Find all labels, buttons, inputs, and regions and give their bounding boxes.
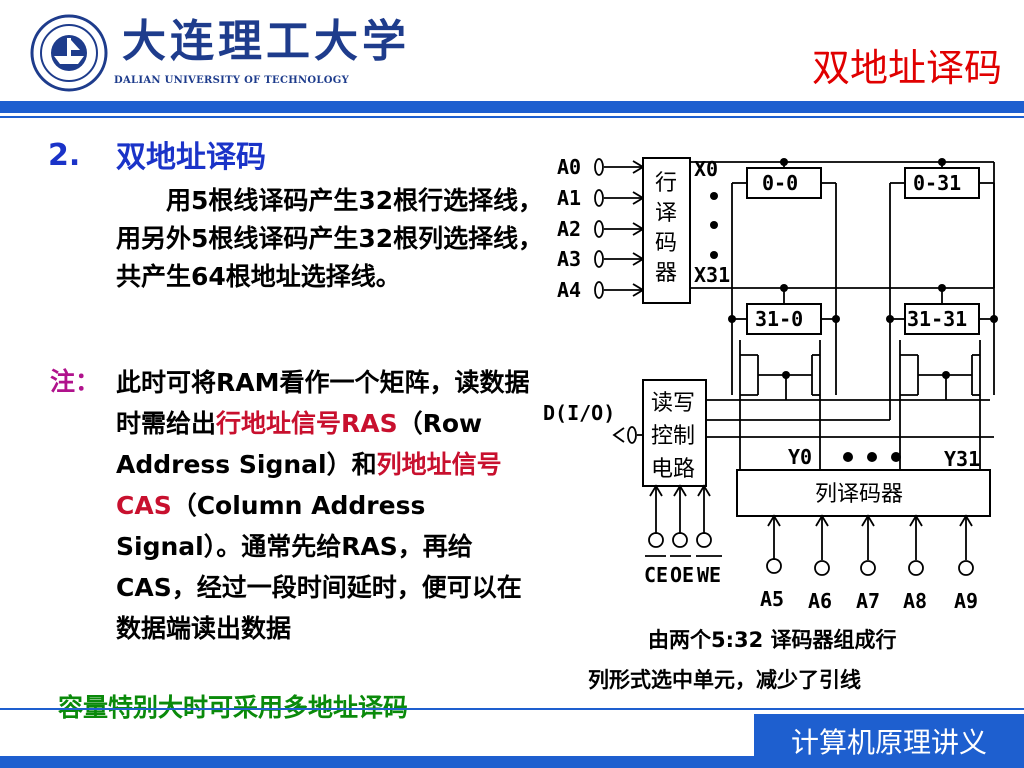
we-pin-label: WE — [697, 563, 721, 587]
course-title-badge: 计算机原理讲义 — [754, 714, 1024, 768]
section-title: 双地址译码 — [116, 140, 266, 175]
rw-control-label-1: 读写 — [651, 391, 695, 416]
row-decoder-label-1: 行 — [655, 171, 677, 196]
oe-pin-label: OE — [670, 563, 694, 587]
pin-a2: A2 — [557, 217, 581, 241]
pin-a7: A7 — [856, 589, 880, 613]
pin-a3: A3 — [557, 247, 581, 271]
ras-highlight: 行地址信号RAS — [216, 409, 398, 438]
header-divider — [0, 101, 1024, 113]
university-seal-icon — [30, 14, 108, 92]
rw-control-box — [642, 379, 707, 487]
note-paragraph: 此时可将RAM看作一个矩阵，读数据时需给出行地址信号RAS（Row Addres… — [116, 362, 536, 649]
pin-a6: A6 — [808, 589, 832, 613]
ce-pin-label: CE — [644, 563, 668, 587]
data-io-label: D(I/O) — [543, 401, 615, 425]
note-text-a: 此时可将RAM看作一个矩阵，读数据时需给出 — [116, 368, 530, 438]
column-decoder-label: 列译码器 — [815, 482, 903, 507]
x0-label: X0 — [694, 157, 718, 181]
footer-divider — [0, 708, 1024, 710]
rw-control-label-2: 控制 — [651, 424, 695, 449]
pin-a0: A0 — [557, 155, 581, 179]
cas-highlight: 列地址信号CAS — [116, 450, 502, 520]
cell-0-31-label: 0-31 — [913, 171, 961, 195]
row-decoder-label-2: 译 — [655, 201, 677, 226]
note-text-c: （Column Address Signal）。通常先给RAS，再给CAS，经过… — [116, 491, 522, 643]
university-name-cn: 大连理工大学 — [122, 16, 410, 67]
cell-31-0-label: 31-0 — [755, 307, 803, 331]
x31-label: X31 — [694, 263, 730, 287]
slide-content: 2. 双地址译码 用5根线译码产生32根行选择线，用另外5根线译码产生32根列选… — [0, 118, 1024, 722]
pin-a4: A4 — [557, 278, 581, 302]
note-text-b: （Row Address Signal）和 — [116, 409, 483, 479]
cell-31-31-label: 31-31 — [907, 307, 967, 331]
header-divider-thin — [0, 116, 1024, 118]
body-paragraph: 用5根线译码产生32根行选择线，用另外5根线译码产生32根列选择线，共产生64根… — [116, 186, 544, 291]
row-decoder-label-4: 器 — [655, 261, 677, 286]
rw-control-label-3: 电路 — [651, 457, 695, 482]
y0-label: Y0 — [788, 445, 812, 469]
section-number: 2. — [48, 138, 81, 173]
pin-a9: A9 — [954, 589, 978, 613]
slide-title: 双地址译码 — [811, 46, 1002, 90]
diagram-caption-line-1: 由两个5:32 译码器组成行 — [648, 628, 897, 652]
cell-31-0 — [746, 303, 822, 335]
cell-0-0-label: 0-0 — [762, 171, 798, 195]
row-decoder-label-3: 码 — [655, 231, 677, 256]
slide-header: 大连理工大学 DALIAN UNIVERSITY OF TECHNOLOGY 双… — [0, 0, 1024, 100]
large-capacity-note: 容量特别大时可采用多地址译码 — [58, 693, 409, 722]
pin-a1: A1 — [557, 186, 581, 210]
pin-a8: A8 — [903, 589, 927, 613]
pin-a5: A5 — [760, 587, 784, 611]
dual-address-decoder-diagram: A0 A1 A2 A3 A4 行 译 码 器 X0 X31 0-0 0-31 — [543, 155, 998, 613]
row-address-inputs: A0 A1 A2 A3 A4 — [557, 155, 581, 302]
row-decoder-box — [642, 157, 691, 304]
note-label: 注： — [50, 367, 101, 396]
column-decoder-box — [736, 469, 991, 517]
university-name-en: DALIAN UNIVERSITY OF TECHNOLOGY — [114, 75, 350, 86]
y31-label: Y31 — [944, 447, 980, 471]
diagram-caption-line-2: 列形式选中单元，减少了引线 — [588, 668, 861, 692]
course-title: 计算机原理讲义 — [790, 726, 987, 759]
cell-0-31 — [904, 167, 980, 199]
cell-0-0 — [746, 167, 822, 199]
